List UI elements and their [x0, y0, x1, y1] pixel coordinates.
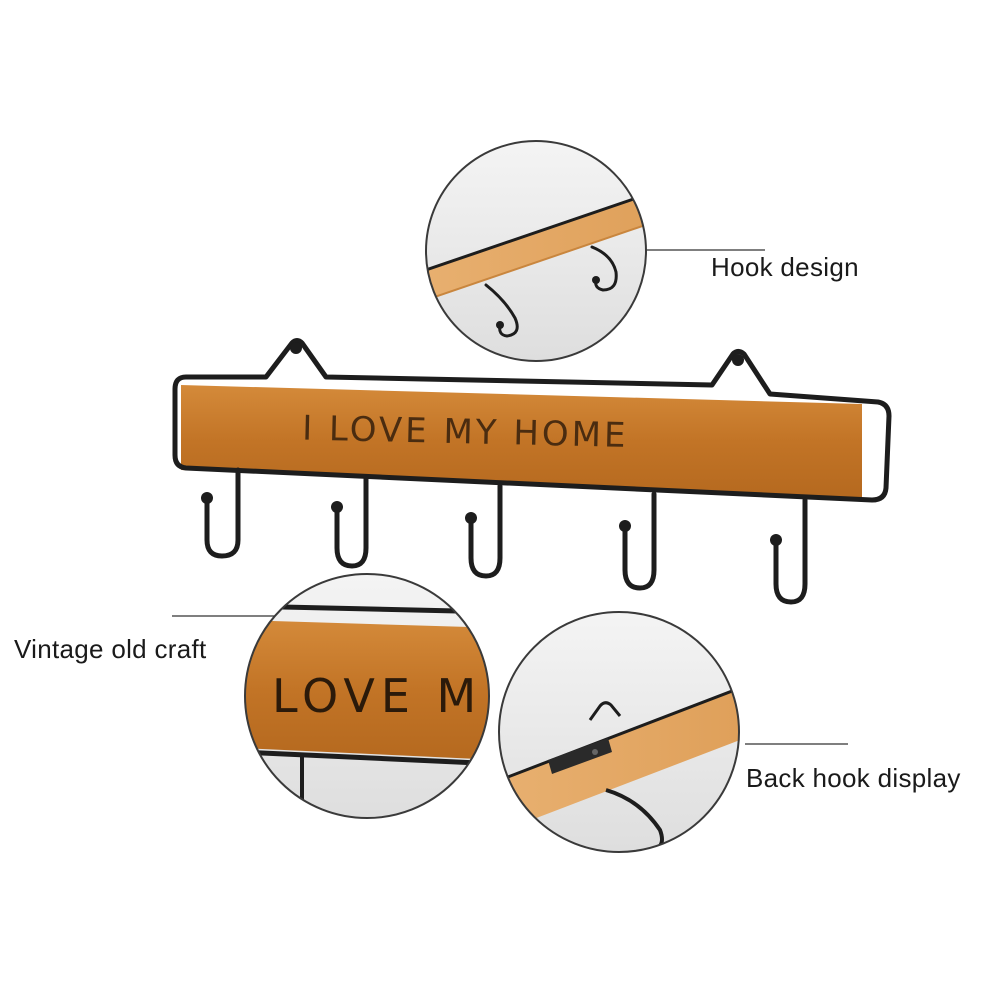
main-hanger: I LOVE MY HOME — [172, 338, 892, 605]
inset-hook-design — [425, 140, 647, 362]
frame-loop-left — [290, 342, 302, 354]
inset-sign-text: LOVE M — [272, 669, 482, 723]
hook-4 — [622, 491, 657, 591]
vintage-craft-label: Vintage old craft — [14, 634, 207, 664]
inset-back-hook — [498, 611, 740, 853]
hook-3 — [468, 483, 503, 579]
hook-2 — [334, 475, 369, 569]
back-hook-label: Back hook display — [746, 763, 961, 793]
sign-text: I LOVE MY HOME — [302, 409, 629, 456]
hook-design-label: Hook design — [711, 252, 859, 282]
inset-vintage-craft: LOVE M — [244, 573, 490, 819]
metal-frame — [172, 338, 892, 503]
wood-board — [181, 385, 862, 498]
hooks — [204, 467, 808, 605]
hook-1 — [204, 467, 241, 559]
hook-5 — [773, 497, 808, 605]
callout-lines — [172, 249, 848, 745]
frame-loop-right — [732, 354, 744, 366]
hook-tips — [201, 492, 782, 546]
